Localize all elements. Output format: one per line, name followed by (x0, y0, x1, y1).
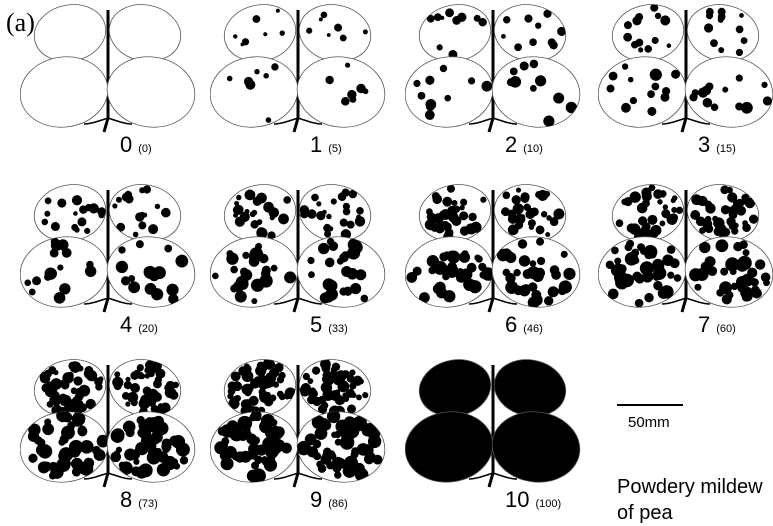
level-label-10: 10 (100) (505, 487, 561, 513)
score-label: 4 (120, 312, 132, 337)
leaf-diagram-0 (20, 0, 200, 135)
level-label-7: 7 (60) (698, 312, 736, 338)
level-label-1: 1 (5) (310, 132, 342, 158)
score-label: 9 (310, 487, 322, 512)
score-label: 10 (505, 487, 529, 512)
score-label: 8 (120, 487, 132, 512)
leaflet-lower-right (487, 231, 584, 314)
severity-level-6: 6 (46) (405, 180, 585, 350)
percent-label: (60) (716, 323, 736, 335)
caption-line-1: Powdery mildew (617, 474, 763, 500)
percent-label: (100) (535, 498, 561, 510)
level-label-0: 0 (0) (120, 132, 152, 158)
percent-label: (20) (138, 323, 158, 335)
score-label: 7 (698, 312, 710, 337)
severity-level-0: 0 (0) (20, 0, 200, 170)
leaf-diagram-1 (210, 0, 390, 135)
leaf-diagram-2 (405, 0, 585, 135)
level-label-5: 5 (33) (310, 312, 348, 338)
percent-label: (46) (523, 323, 543, 335)
severity-level-8: 8 (73) (20, 355, 200, 525)
level-label-9: 9 (86) (310, 487, 348, 513)
figure-caption: Powdery mildew of pea (617, 474, 763, 526)
severity-level-1: 1 (5) (210, 0, 390, 170)
severity-level-5: 5 (33) (210, 180, 390, 350)
level-label-8: 8 (73) (120, 487, 158, 513)
leaf-diagram-9 (210, 355, 390, 490)
severity-level-10: 10 (100) (405, 355, 585, 525)
score-label: 3 (698, 132, 710, 157)
percent-label: (33) (328, 323, 348, 335)
percent-label: (10) (523, 143, 543, 155)
percent-label: (15) (716, 143, 736, 155)
severity-level-9: 9 (86) (210, 355, 390, 525)
level-label-3: 3 (15) (698, 132, 736, 158)
caption-line-2: of pea (617, 500, 763, 526)
leaf-diagram-4 (20, 180, 200, 315)
score-label: 5 (310, 312, 322, 337)
leaf-diagram-8 (20, 355, 200, 490)
scale-bar (617, 404, 683, 406)
level-label-2: 2 (10) (505, 132, 543, 158)
scale-bar-label: 50mm (628, 414, 670, 431)
leaf-diagram-5 (210, 180, 390, 315)
score-label: 6 (505, 312, 517, 337)
level-label-4: 4 (20) (120, 312, 158, 338)
score-label: 1 (310, 132, 322, 157)
severity-level-3: 3 (15) (598, 0, 773, 170)
leaf-diagram-3 (598, 0, 773, 135)
level-label-6: 6 (46) (505, 312, 543, 338)
leaf-diagram-6 (405, 180, 585, 315)
percent-label: (73) (138, 498, 158, 510)
leaf-diagram-10 (405, 355, 585, 490)
severity-level-2: 2 (10) (405, 0, 585, 170)
percent-label: (5) (328, 143, 341, 155)
percent-label: (0) (138, 143, 151, 155)
severity-level-7: 7 (60) (598, 180, 773, 350)
lesion-group (210, 406, 296, 489)
score-label: 2 (505, 132, 517, 157)
severity-level-4: 4 (20) (20, 180, 200, 350)
percent-label: (86) (328, 498, 348, 510)
leaf-diagram-7 (598, 180, 773, 315)
score-label: 0 (120, 132, 132, 157)
